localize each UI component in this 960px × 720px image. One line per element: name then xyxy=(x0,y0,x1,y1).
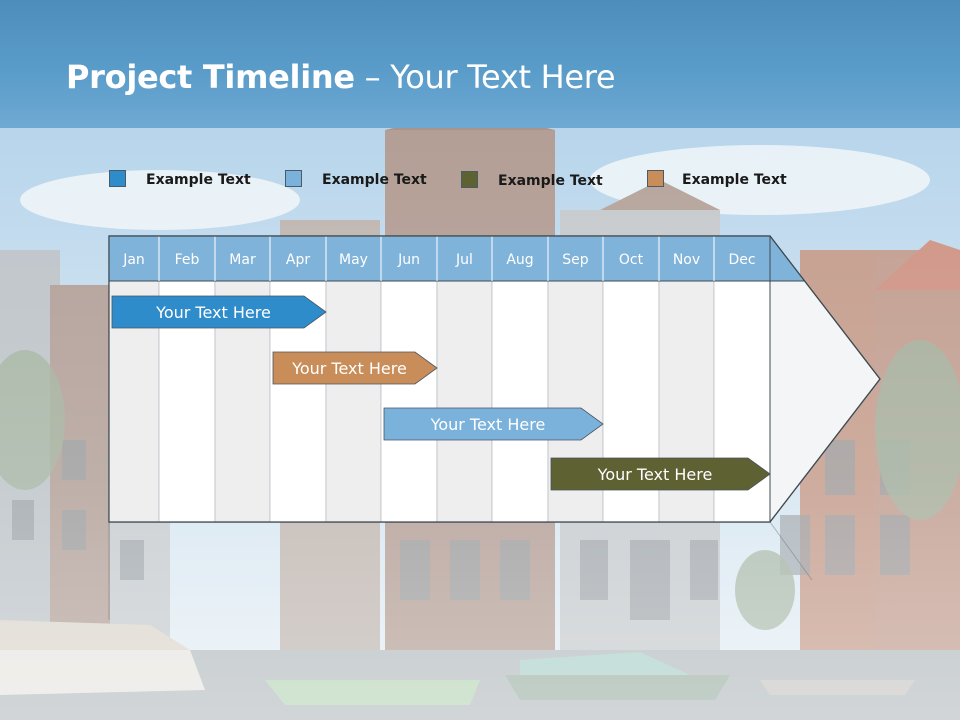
legend-label-2: Example Text xyxy=(322,172,427,188)
month-label-may: May xyxy=(339,252,368,268)
task-bar-label-2: Your Text Here xyxy=(291,359,407,378)
title-band xyxy=(0,0,960,128)
month-column-jul xyxy=(436,280,493,523)
task-bar-label-3: Your Text Here xyxy=(430,415,546,434)
month-label-mar: Mar xyxy=(229,252,256,268)
slide-title-bold: Project Timeline xyxy=(66,58,355,96)
month-label-jan: Jan xyxy=(122,252,145,268)
month-column-may xyxy=(325,280,382,523)
task-bar-label-4: Your Text Here xyxy=(597,465,713,484)
task-bar-4 xyxy=(550,457,771,491)
month-column-jun xyxy=(380,280,438,523)
month-label-nov: Nov xyxy=(673,252,700,268)
task-bar-2 xyxy=(272,351,438,385)
legend-swatch-3 xyxy=(461,171,478,188)
slide-title-rest: – Your Text Here xyxy=(354,58,616,96)
legend-swatch-1 xyxy=(109,170,126,187)
legend-swatch-2 xyxy=(285,170,302,187)
timeline-depth-line-right xyxy=(769,521,813,581)
legend-swatch-4 xyxy=(647,170,664,187)
month-label-jul: Jul xyxy=(455,252,473,268)
month-label-aug: Aug xyxy=(506,252,533,268)
month-column-aug xyxy=(491,280,549,523)
legend-label-4: Example Text xyxy=(682,172,787,188)
task-bar-3 xyxy=(383,407,604,441)
legend-label-3: Example Text xyxy=(498,173,603,189)
month-label-oct: Oct xyxy=(619,252,644,268)
slide-title: Project Timeline – Your Text Here xyxy=(66,58,616,96)
month-label-apr: Apr xyxy=(286,252,310,268)
month-label-dec: Dec xyxy=(728,252,755,268)
legend-label-1: Example Text xyxy=(146,172,251,188)
task-bar-label-1: Your Text Here xyxy=(155,303,271,322)
month-label-jun: Jun xyxy=(397,252,420,268)
timeline-arrow-outline xyxy=(108,235,881,523)
task-bar-1 xyxy=(111,295,327,329)
month-label-sep: Sep xyxy=(562,252,589,268)
month-label-feb: Feb xyxy=(175,252,200,268)
